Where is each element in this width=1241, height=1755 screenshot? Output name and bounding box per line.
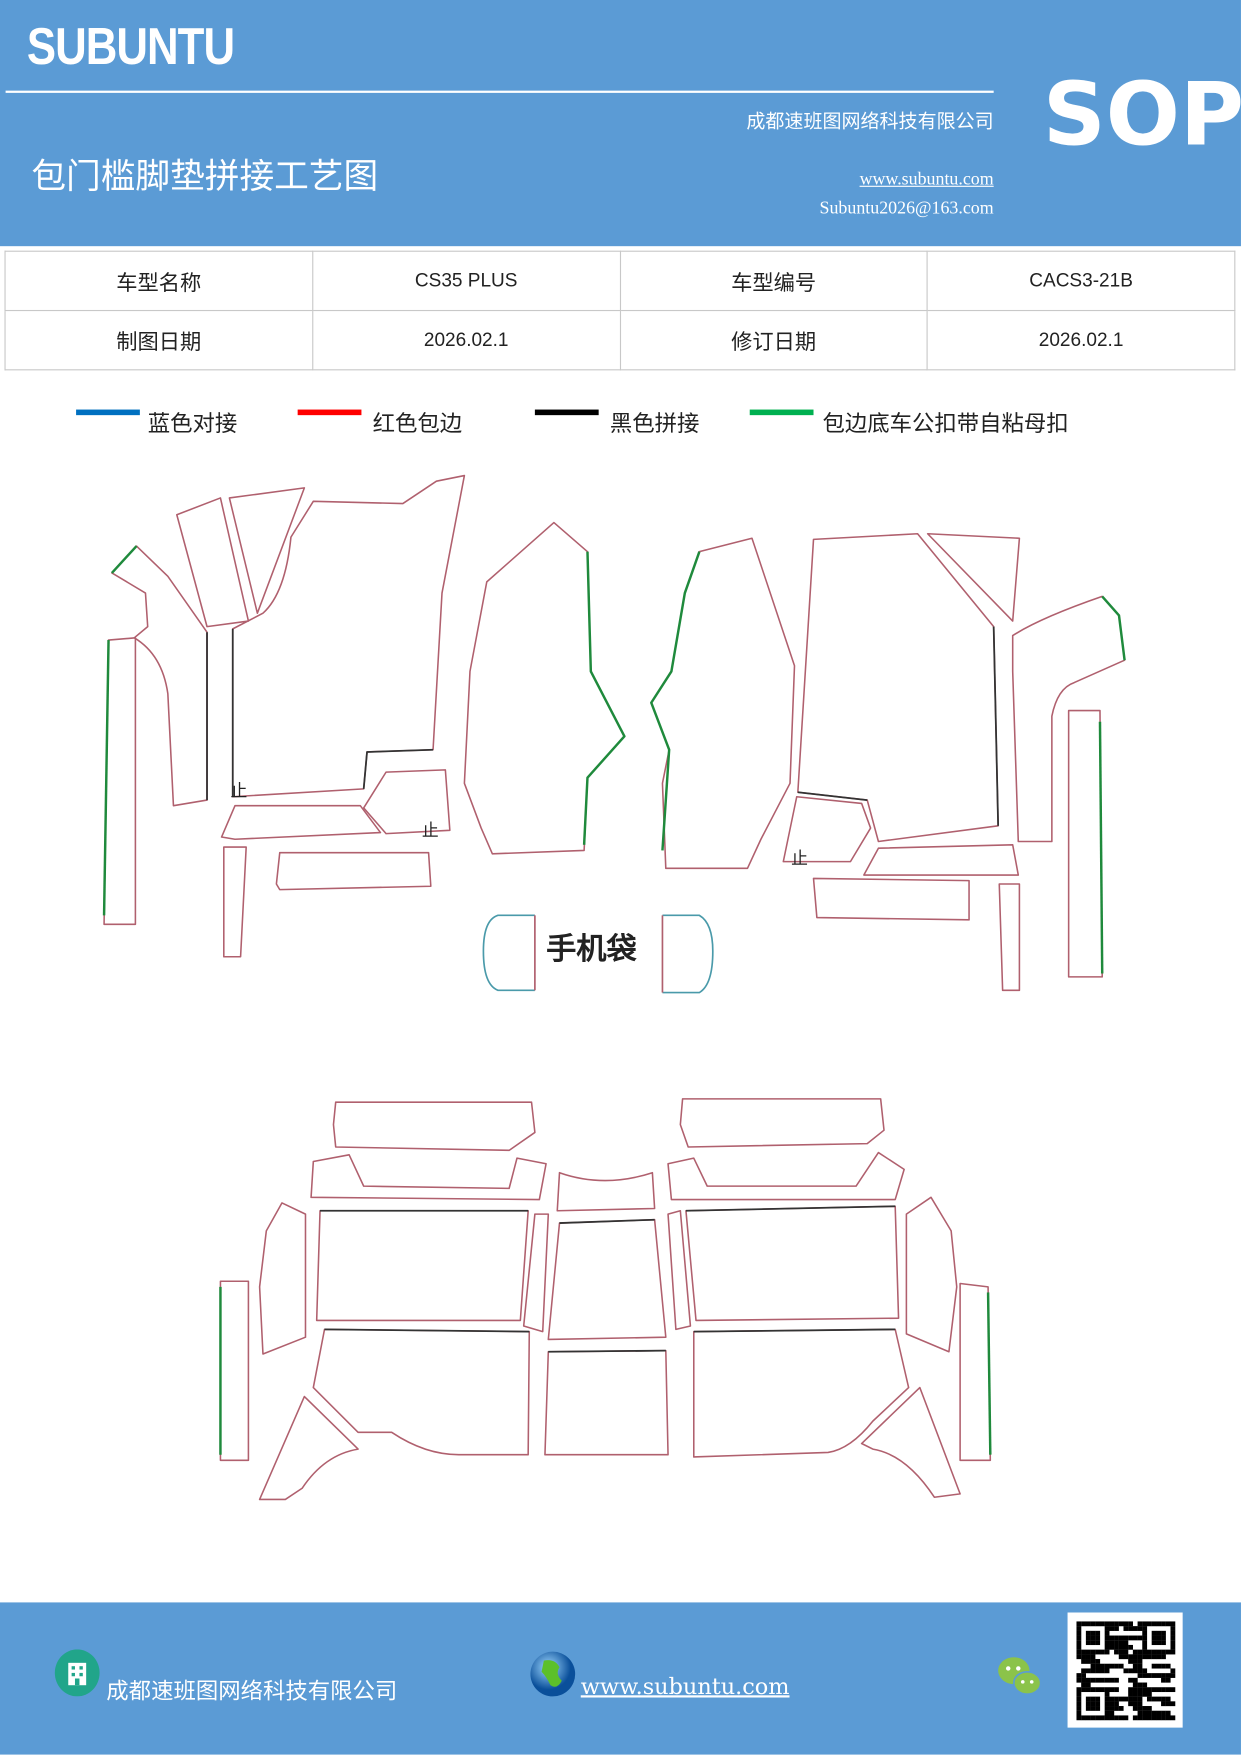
mat-piece-edge bbox=[667, 1151, 905, 1201]
label-cell: 制图日期 bbox=[4, 309, 314, 371]
seam-line bbox=[693, 1328, 896, 1333]
mat-piece-edge bbox=[315, 1209, 529, 1322]
mat-piece-edge bbox=[223, 846, 247, 958]
mat-piece-edge bbox=[685, 1205, 900, 1322]
website-link[interactable]: www.subuntu.com bbox=[859, 170, 994, 190]
seam-line bbox=[992, 626, 1000, 826]
mat-piece-edge bbox=[667, 1209, 692, 1331]
company-name: 成都速班图网络科技有限公司 bbox=[746, 110, 994, 134]
stop-mark: 止 bbox=[421, 820, 439, 841]
label-cell: 车型编号 bbox=[619, 250, 928, 312]
header: SUBUNTU 成都速班图网络科技有限公司 包门槛脚垫拼接工艺图 www.sub… bbox=[0, 0, 1241, 247]
mat-piece-edge bbox=[228, 487, 306, 614]
vehicle-info-table: 车型名称 CS35 PLUS 车型编号 CACS3-21B 制图日期 2026.… bbox=[4, 250, 1236, 371]
seam-line bbox=[559, 1218, 655, 1224]
velcro-edge bbox=[1101, 595, 1126, 661]
legend-swatch-green bbox=[749, 409, 814, 416]
mat-piece-edge bbox=[275, 851, 432, 891]
building-icon bbox=[54, 1649, 100, 1697]
mat-piece-edge bbox=[782, 795, 872, 863]
mat-piece-edge bbox=[332, 1101, 536, 1152]
mat-piece-edge bbox=[650, 537, 796, 870]
velcro-edge bbox=[650, 551, 701, 851]
mat-piece-edge bbox=[111, 545, 208, 807]
mat-piece-edge bbox=[1011, 595, 1126, 843]
mat-piece-edge bbox=[959, 1282, 992, 1462]
brand-logo: SUBUNTU bbox=[26, 16, 235, 75]
legend-swatch-blue bbox=[76, 409, 140, 416]
mat-piece-edge bbox=[679, 1098, 885, 1148]
footer-company: 成都速班图网络科技有限公司 bbox=[106, 1677, 398, 1705]
seam-line bbox=[324, 1328, 530, 1333]
value-cell: 2026.02.1 bbox=[311, 309, 621, 371]
phone-pocket-left bbox=[482, 914, 535, 992]
mat-piece-edge bbox=[258, 1395, 359, 1501]
mat-piece-edge bbox=[998, 883, 1021, 992]
phone-pocket-label: 手机袋 bbox=[546, 932, 637, 967]
footer: 成都速班图网络科技有限公司 www.subuntu.com bbox=[0, 1602, 1241, 1755]
page-title: 包门槛脚垫拼接工艺图 bbox=[31, 156, 379, 197]
mat-piece-edge bbox=[362, 769, 451, 835]
stop-mark: 止 bbox=[791, 848, 808, 869]
mat-piece-edge bbox=[1067, 709, 1103, 978]
mat-piece-edge bbox=[522, 1213, 550, 1333]
seam-line bbox=[797, 791, 868, 801]
seam-line bbox=[548, 1349, 666, 1353]
legend-label: 包边底车公扣带自粘母扣 bbox=[822, 409, 1069, 437]
legend-swatch-black bbox=[534, 409, 599, 416]
legend-swatch-red bbox=[297, 409, 362, 416]
mat-piece-edge bbox=[220, 804, 382, 841]
seam-line bbox=[362, 748, 434, 789]
value-cell: 2026.02.1 bbox=[926, 309, 1236, 371]
sop-badge: SOP bbox=[1042, 64, 1241, 166]
mat-piece-edge bbox=[176, 497, 250, 628]
qr-code bbox=[1067, 1612, 1183, 1728]
mat-piece-edge bbox=[863, 844, 1020, 876]
label-cell: 修订日期 bbox=[619, 309, 928, 371]
mat-piece-edge bbox=[310, 1154, 547, 1201]
mat-piece-edge bbox=[860, 1386, 961, 1499]
mat-piece-edge bbox=[231, 474, 466, 798]
legend-label: 黑色拼接 bbox=[609, 409, 700, 437]
mat-piece-edge bbox=[312, 1328, 531, 1456]
table-row: 制图日期 2026.02.1 修订日期 2026.02.1 bbox=[4, 309, 1236, 371]
velcro-edge bbox=[102, 640, 110, 916]
legend-label: 红色包边 bbox=[372, 409, 463, 437]
mat-piece-edge bbox=[547, 1218, 667, 1341]
footer-website-link[interactable]: www.subuntu.com bbox=[580, 1672, 790, 1700]
velcro-edge bbox=[1098, 721, 1104, 974]
wechat-icon bbox=[998, 1657, 1042, 1696]
value-cell: CS35 PLUS bbox=[311, 250, 621, 312]
mat-piece-edge bbox=[219, 1280, 250, 1462]
header-divider bbox=[5, 90, 994, 93]
mat-piece-edge bbox=[905, 1196, 958, 1353]
globe-icon bbox=[530, 1651, 576, 1697]
velcro-edge bbox=[986, 1292, 992, 1455]
mat-piece-edge bbox=[544, 1349, 669, 1456]
velcro-edge bbox=[110, 545, 138, 574]
legend-label: 蓝色对接 bbox=[147, 409, 238, 437]
phone-pocket-right bbox=[662, 914, 714, 994]
label-cell: 车型名称 bbox=[4, 250, 314, 312]
mat-piece-edge bbox=[258, 1202, 307, 1355]
seam-line bbox=[685, 1205, 896, 1212]
email: Subuntu2026@163.com bbox=[819, 199, 994, 219]
mat-piece-edge bbox=[926, 532, 1021, 622]
stop-mark: 止 bbox=[230, 781, 248, 802]
mat-piece-edge bbox=[692, 1328, 910, 1458]
velcro-edge bbox=[582, 551, 626, 845]
mat-piece-edge bbox=[556, 1171, 656, 1212]
mat-piece-edge bbox=[812, 877, 970, 921]
